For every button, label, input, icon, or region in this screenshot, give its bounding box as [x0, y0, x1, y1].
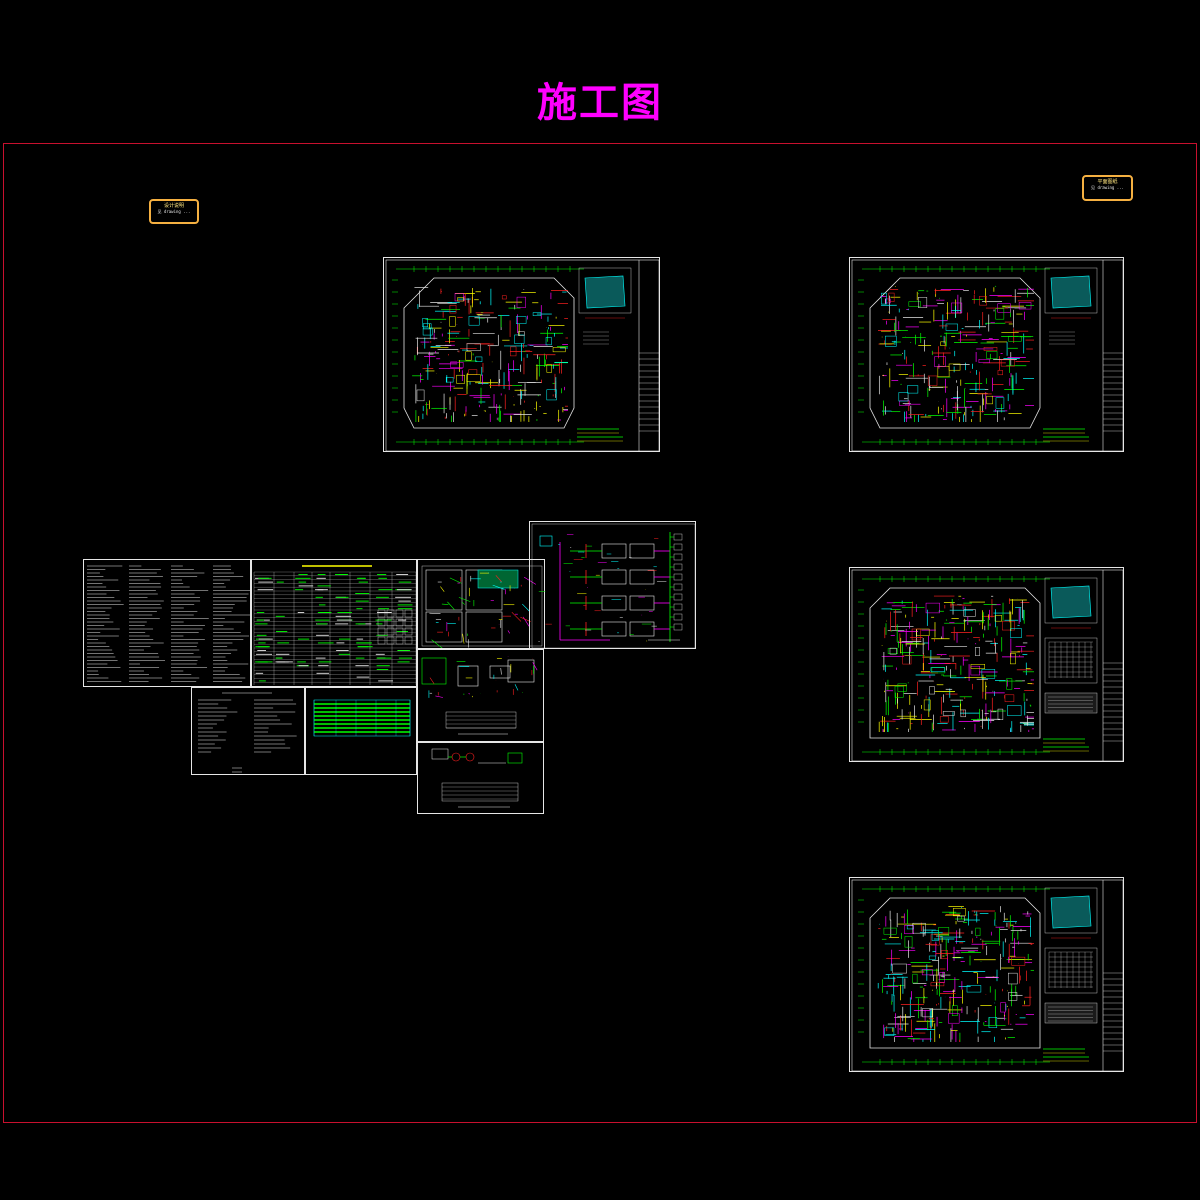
tag-left-line1: 设计说明: [163, 203, 184, 209]
equipment-table: [253, 565, 416, 685]
floor-plan-sheet-2[interactable]: [849, 257, 1124, 452]
detail-sheet-2[interactable]: [417, 742, 544, 814]
tag-left-line2: 见 drawing ...: [157, 209, 191, 214]
notes-text-block: [87, 565, 250, 682]
system-diagram-sheet[interactable]: [529, 521, 696, 649]
page-title: 施工图: [537, 80, 663, 126]
floor-plan-drawing: [851, 569, 1123, 761]
floor-plan-drawing: [851, 879, 1123, 1071]
legend-table-sheet[interactable]: [305, 687, 417, 775]
floor-plan-sheet-4[interactable]: [849, 877, 1124, 1072]
detail-sheet-1[interactable]: [417, 649, 544, 742]
room-diagram: [421, 565, 543, 648]
notes-sheet-2[interactable]: [191, 687, 305, 775]
annotation-tag-left[interactable]: 设计说明 见 drawing ...: [149, 199, 199, 224]
room-diagram-sheet[interactable]: [417, 559, 545, 649]
tag-right-line1: 平面图纸: [1097, 179, 1118, 185]
floor-plan-drawing: [385, 259, 659, 451]
notes-text-block: [198, 692, 297, 773]
detail-drawing: [431, 748, 523, 808]
annotation-tag-right[interactable]: 平面图纸 见 drawing ...: [1082, 175, 1133, 201]
floor-plan-sheet-1[interactable]: [383, 257, 660, 452]
design-notes-sheet[interactable]: [83, 559, 251, 687]
tag-right-line2: 见 drawing ...: [1091, 185, 1124, 190]
floor-plan-sheet-3[interactable]: [849, 567, 1124, 762]
floor-plan-drawing: [851, 259, 1123, 451]
detail-drawing: [421, 656, 538, 735]
equipment-table-sheet[interactable]: [251, 559, 417, 687]
system-diagram: [531, 523, 695, 648]
legend-table: [313, 699, 411, 737]
drawing-frame: [3, 143, 1197, 1123]
